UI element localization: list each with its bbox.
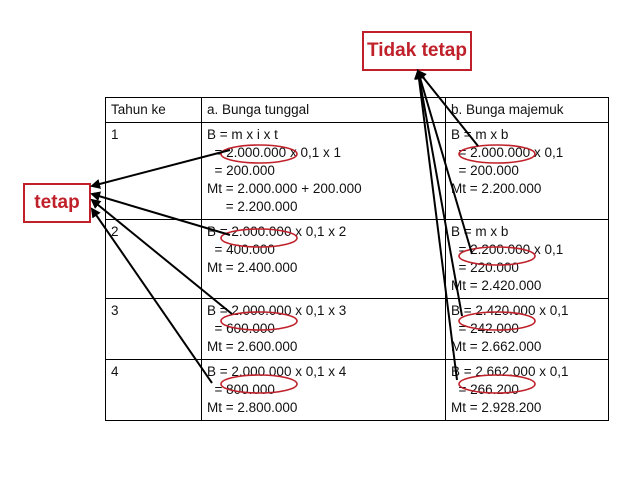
table-header-row: Tahun ke a. Bunga tunggal b. Bunga majem… <box>105 97 609 123</box>
calc-line: = 2.200.000 <box>207 199 298 214</box>
calc-line: = 220.000 <box>451 260 519 275</box>
calc-line: = 2.000.000 x 0,1 <box>451 145 564 160</box>
tunggal-cell: B = 2.000.000 x 0,1 x 2 = 400.000 Mt = 2… <box>201 219 446 299</box>
calc-line: Mt = 2.662.000 <box>451 339 542 354</box>
calc-line: = 2.000.000 x 0,1 x 1 <box>207 145 341 160</box>
calc-line: Mt = 2.200.000 <box>451 181 542 196</box>
calc-line: B = 2.000.000 x 0,1 x 4 <box>207 364 347 379</box>
majemuk-cell: B = 2.420.000 x 0,1 = 242.000 Mt = 2.662… <box>445 298 609 360</box>
calc-line: Mt = 2.400.000 <box>207 260 298 275</box>
header-bunga-tunggal: a. Bunga tunggal <box>201 97 446 123</box>
calc-line: B = 2.420.000 x 0,1 <box>451 303 569 318</box>
table-row: 1 B = m x i x t = 2.000.000 x 0,1 x 1 = … <box>105 122 609 220</box>
year-cell: 2 <box>105 219 202 299</box>
header-bunga-majemuk: b. Bunga majemuk <box>445 97 609 123</box>
calc-line: B = 2.662.000 x 0,1 <box>451 364 569 379</box>
majemuk-cell: B = m x b = 2.200.000 x 0,1 = 220.000 Mt… <box>445 219 609 299</box>
label-tidak-tetap: Tidak tetap <box>362 31 472 71</box>
tunggal-cell: B = 2.000.000 x 0,1 x 3 = 600.000 Mt = 2… <box>201 298 446 360</box>
year-cell: 1 <box>105 122 202 220</box>
tunggal-cell: B = m x i x t = 2.000.000 x 0,1 x 1 = 20… <box>201 122 446 220</box>
calc-line: B = 2.000.000 x 0,1 x 2 <box>207 224 347 239</box>
majemuk-cell: B = 2.662.000 x 0,1 = 266.200 Mt = 2.928… <box>445 359 609 421</box>
calc-line: B = m x b <box>451 127 509 142</box>
calc-line: = 242.000 <box>451 321 519 336</box>
calc-line: = 400.000 <box>207 242 275 257</box>
calc-line: = 2.200.000 x 0,1 <box>451 242 564 257</box>
year-cell: 3 <box>105 298 202 360</box>
calc-line: B = m x b <box>451 224 509 239</box>
table-row: 4 B = 2.000.000 x 0,1 x 4 = 800.000 Mt =… <box>105 359 609 421</box>
tunggal-cell: B = 2.000.000 x 0,1 x 4 = 800.000 Mt = 2… <box>201 359 446 421</box>
calc-line: Mt = 2.800.000 <box>207 400 298 415</box>
calc-line: = 800.000 <box>207 382 275 397</box>
year-cell: 4 <box>105 359 202 421</box>
calc-line: B = m x i x t <box>207 127 278 142</box>
label-tetap: tetap <box>23 183 91 223</box>
calc-line: = 200.000 <box>207 163 275 178</box>
calc-line: B = 2.000.000 x 0,1 x 3 <box>207 303 347 318</box>
calc-line: = 266.200 <box>451 382 519 397</box>
majemuk-cell: B = m x b = 2.000.000 x 0,1 = 200.000 Mt… <box>445 122 609 220</box>
calc-line: Mt = 2.600.000 <box>207 339 298 354</box>
header-tahun-ke: Tahun ke <box>105 97 202 123</box>
table-row: 3 B = 2.000.000 x 0,1 x 3 = 600.000 Mt =… <box>105 298 609 360</box>
calc-line: = 200.000 <box>451 163 519 178</box>
calc-line: Mt = 2.928.200 <box>451 400 542 415</box>
calc-line: Mt = 2.000.000 + 200.000 <box>207 181 362 196</box>
interest-table: Tahun ke a. Bunga tunggal b. Bunga majem… <box>105 97 609 421</box>
calc-line: = 600.000 <box>207 321 275 336</box>
calc-line: Mt = 2.420.000 <box>451 278 542 293</box>
table-row: 2 B = 2.000.000 x 0,1 x 2 = 400.000 Mt =… <box>105 219 609 299</box>
